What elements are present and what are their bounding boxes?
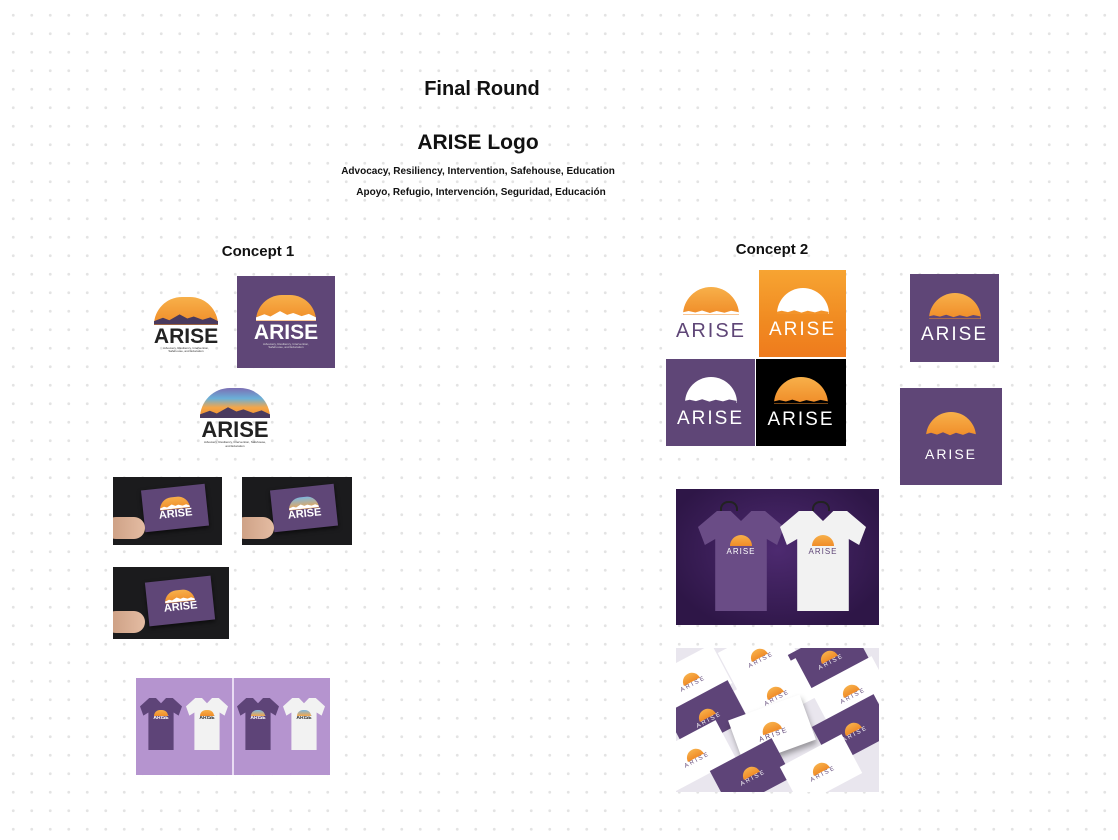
- logo-wordmark: ARISE: [924, 446, 977, 462]
- hanger-icon: [812, 501, 830, 511]
- logo-title: ARISE Logo: [417, 131, 539, 154]
- hand-image: [113, 611, 145, 633]
- concept2-logo-purple-white[interactable]: ARISE: [666, 359, 755, 446]
- concept-1-label: Concept 1: [221, 243, 295, 260]
- logo-wordmark: ARISE: [768, 319, 837, 340]
- business-card: ARISE: [269, 483, 339, 533]
- hand-image: [242, 517, 274, 539]
- sun-mountain-icon: [154, 296, 218, 325]
- logo-wordmark: ARISE: [920, 323, 989, 345]
- business-card-mockup-2[interactable]: ARISE: [242, 477, 352, 545]
- logo-wordmark: ARISE: [199, 715, 215, 721]
- logo-wordmark: ARISE: [676, 408, 745, 429]
- logo-wordmark: ARISE: [201, 417, 269, 442]
- logo-wordmark: ARISE: [767, 408, 835, 430]
- concept2-logo-white[interactable]: ARISE: [666, 270, 756, 357]
- tagline-spanish: Apoyo, Refugio, Intervención, Seguridad,…: [356, 187, 606, 198]
- logo-wordmark: ARISE: [296, 715, 312, 721]
- concept-2-label: Concept 2: [735, 241, 809, 258]
- sun-icon: [683, 286, 739, 315]
- sun-icon: [776, 288, 829, 314]
- concept2-logo-black[interactable]: ARISE: [756, 359, 846, 446]
- divider: [232, 678, 234, 775]
- sun-icon: [154, 710, 168, 716]
- sun-icon: [928, 292, 981, 319]
- logo-wordmark: ARISE: [253, 320, 319, 344]
- sun-mountain-icon: [200, 388, 270, 418]
- business-card: ARISE: [140, 483, 210, 533]
- business-card: ARISE: [144, 575, 216, 627]
- logo-wordmark: ARISE: [250, 715, 266, 721]
- sun-icon: [730, 535, 752, 546]
- logo-micro-tagline: Advocacy, Resiliency, Intervention, Safe…: [203, 440, 267, 448]
- sun-mountain-icon: [256, 294, 316, 321]
- sun-icon: [812, 535, 834, 546]
- logo-wordmark: ARISE: [808, 547, 838, 556]
- sun-icon: [926, 412, 976, 437]
- tshirt-mockup-concept1[interactable]: ARISE ARISE ARISE ARISE: [136, 678, 330, 775]
- business-card-mockup-3[interactable]: ARISE: [113, 567, 229, 639]
- tshirt-purple: [698, 511, 784, 611]
- business-card-mockup-1[interactable]: ARISE: [113, 477, 222, 545]
- tshirt-purple: [237, 698, 279, 750]
- logo-micro-tagline: Advocacy, Resiliency, Intervention, Safe…: [262, 341, 310, 349]
- tshirt-white: [186, 698, 228, 750]
- concept1-logo-purple[interactable]: ARISE Advocacy, Resiliency, Intervention…: [237, 276, 335, 368]
- sun-icon: [251, 710, 265, 716]
- tshirt-white: [780, 511, 866, 611]
- business-card-pattern-concept2[interactable]: ARISE ARISE ARISE ARISE ARISE ARISE ARIS…: [676, 648, 879, 792]
- logo-micro-tagline: Advocacy, Resiliency, Intervention, Safe…: [162, 345, 210, 353]
- logo-wordmark: ARISE: [153, 324, 219, 348]
- sun-icon: [774, 376, 828, 404]
- concept2-logo-purple-wave[interactable]: ARISE: [900, 388, 1002, 485]
- logo-wordmark: ARISE: [726, 547, 756, 556]
- sun-icon: [684, 377, 737, 403]
- hand-image: [113, 517, 145, 539]
- sun-icon: [200, 710, 214, 716]
- hanger-icon: [720, 501, 738, 511]
- page-title: Final Round: [424, 78, 540, 100]
- concept1-logo-white[interactable]: ARISE Advocacy, Resiliency, Intervention…: [146, 294, 226, 356]
- sun-icon: [297, 710, 311, 716]
- tagline-english: Advocacy, Resiliency, Intervention, Safe…: [341, 166, 615, 177]
- tshirt-white: [283, 698, 325, 750]
- tshirt-purple: [140, 698, 182, 750]
- concept2-logo-purple-orange[interactable]: ARISE: [910, 274, 999, 362]
- concept2-logo-orange[interactable]: ARISE: [759, 270, 846, 357]
- tshirt-mockup-concept2[interactable]: ARISE ARISE: [676, 489, 879, 625]
- logo-wordmark: ARISE: [675, 319, 747, 342]
- concept1-logo-multicolor[interactable]: ARISE Advocacy, Resiliency, Intervention…: [192, 385, 278, 451]
- logo-wordmark: ARISE: [153, 715, 169, 721]
